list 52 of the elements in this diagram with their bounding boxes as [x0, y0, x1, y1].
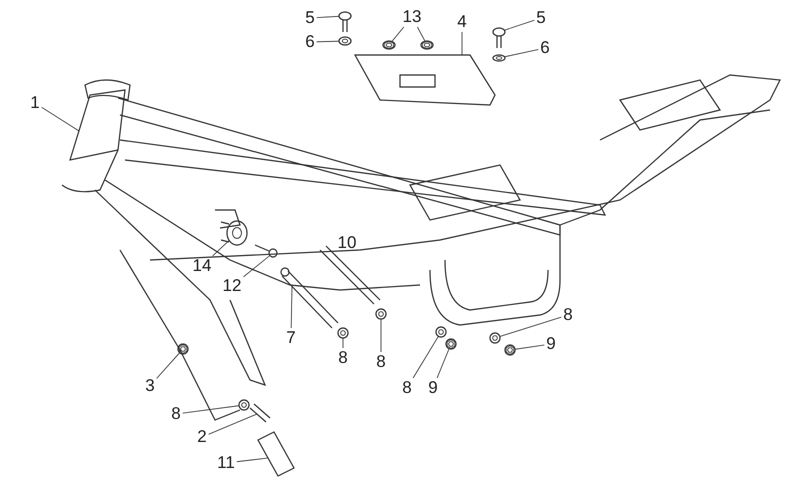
leader-line: [412, 336, 439, 378]
leader-line: [504, 49, 539, 58]
leader-line: [243, 255, 270, 278]
frame-drawing: [62, 74, 781, 421]
leader-line: [208, 414, 258, 435]
leader-line: [392, 26, 404, 42]
leader-line: [380, 318, 382, 352]
callout-number: 6: [305, 33, 315, 51]
callout-number: 8: [563, 306, 573, 324]
callout-number: 8: [376, 353, 386, 371]
leader-line: [212, 240, 230, 256]
washer-icon: [492, 54, 506, 62]
callout-number: 3: [145, 377, 155, 395]
leader-line: [316, 16, 340, 18]
washer-icon: [338, 36, 352, 46]
callout-number: 8: [171, 405, 181, 423]
rubber-pad-icon: [220, 220, 248, 246]
leader-line: [316, 40, 340, 42]
callout-number: 5: [536, 9, 546, 27]
leader-line: [182, 405, 240, 414]
leader-line: [504, 20, 535, 31]
screw-icon: [249, 403, 271, 423]
leader-line: [417, 26, 426, 42]
leader-line: [236, 458, 268, 462]
leader-line: [342, 338, 344, 348]
callout-number: 2: [197, 428, 207, 446]
leader-line: [499, 316, 562, 337]
leader-line: [290, 286, 292, 328]
callout-number: 5: [305, 9, 315, 27]
callout-number: 14: [192, 257, 212, 275]
callout-number: 6: [540, 39, 550, 57]
bolt-icon: [492, 27, 506, 49]
cover-icon: [257, 431, 295, 477]
callout-number: 8: [402, 379, 412, 397]
nut-icon: [420, 40, 434, 50]
callout-number: 8: [338, 349, 348, 367]
nut-icon: [382, 40, 396, 50]
callout-number: 7: [286, 329, 296, 347]
leader-line: [156, 352, 180, 379]
leader-line: [41, 106, 80, 132]
callout-number: 9: [546, 335, 556, 353]
leader-line: [514, 344, 545, 350]
callout-number: 12: [222, 277, 242, 295]
bolt-icon: [338, 11, 352, 33]
leader-line: [436, 348, 450, 378]
callout-number: 13: [402, 8, 422, 26]
callout-number: 1: [30, 94, 40, 112]
callout-number: 9: [428, 379, 438, 397]
callout-number: 4: [457, 13, 467, 31]
callout-number: 11: [217, 454, 235, 472]
callout-number: 10: [338, 234, 356, 252]
plate-drawing: [354, 54, 496, 106]
